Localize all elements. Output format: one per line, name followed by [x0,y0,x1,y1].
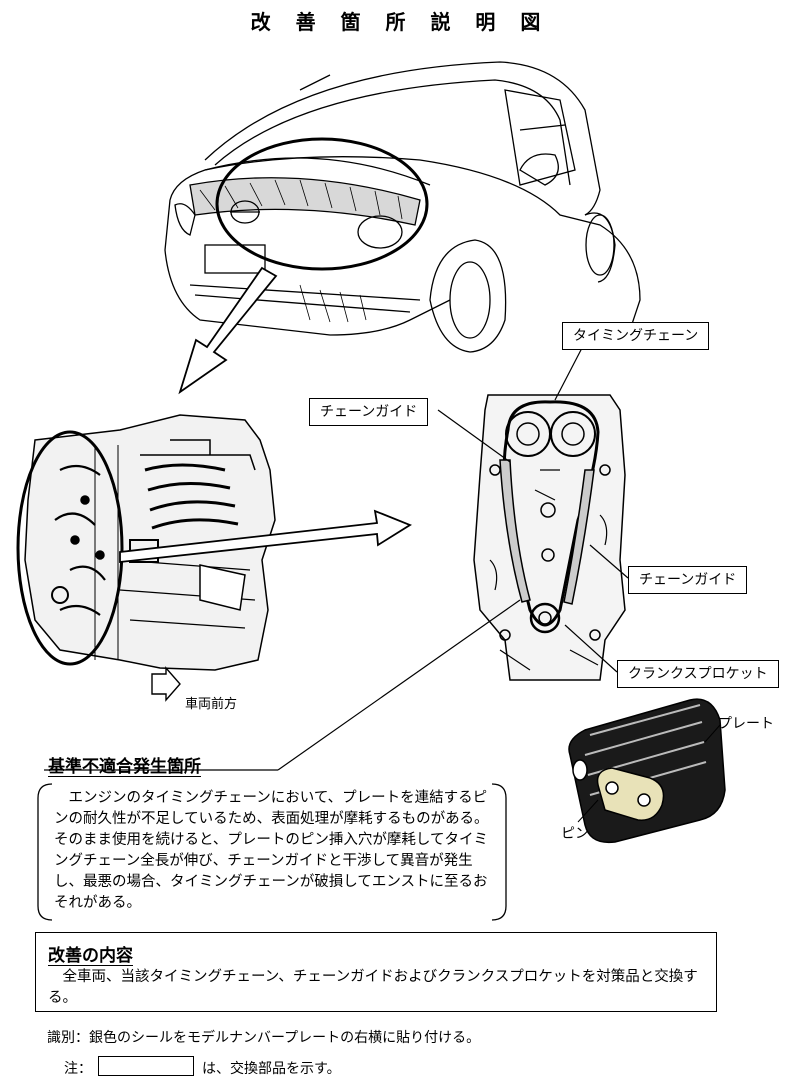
timing-chain-diagram [473,394,626,681]
remedy-description: 全車両、当該タイミングチェーン、チェーンガイドおよびクランクスプロケットを対策品… [48,969,698,1006]
remedy-heading: 改善の内容 [48,946,133,966]
label-vehicle-front: 車両前方 [185,697,238,712]
chain-link-illustration [568,698,726,844]
arrow-car-to-engine [178,266,278,395]
replacement-part-legend-box [98,1056,194,1076]
engine-illustration [24,414,276,671]
label-crank-sprocket: クランクスプロケット [617,660,779,688]
vehicle-front-arrow-icon [151,666,181,702]
leader-lines [44,345,629,771]
note-prefix: 注： [64,1061,92,1077]
car-illustration [164,61,641,353]
label-timing-chain: タイミングチェーン [562,322,710,350]
arrow-engine-to-chain [119,509,412,564]
note-suffix: は、交換部品を示す。 [202,1061,341,1077]
label-chain-guide-left: チェーンガイド [309,398,429,426]
label-pin: ピン [561,826,589,842]
label-chain-guide-right: チェーンガイド [628,566,748,594]
timing-cover-highlight-ellipse [16,430,124,666]
engine-bay-highlight-ellipse [215,137,429,271]
defect-description: エンジンのタイミングチェーンにおいて、プレートを連結するピンの耐久性が不足してい… [54,790,489,911]
identification-text: 識別：銀色のシールをモデルナンバープレートの右横に貼り付ける。 [47,1030,481,1046]
defect-text-frame [37,783,507,921]
label-plate: プレート [718,716,774,732]
remedy-box: 改善の内容 全車両、当該タイミングチェーン、チェーンガイドおよびクランクスプロケ… [35,932,717,1012]
defect-heading: 基準不適合発生箇所 [48,757,201,777]
page-title: 改 善 箇 所 説 明 図 [250,10,550,34]
